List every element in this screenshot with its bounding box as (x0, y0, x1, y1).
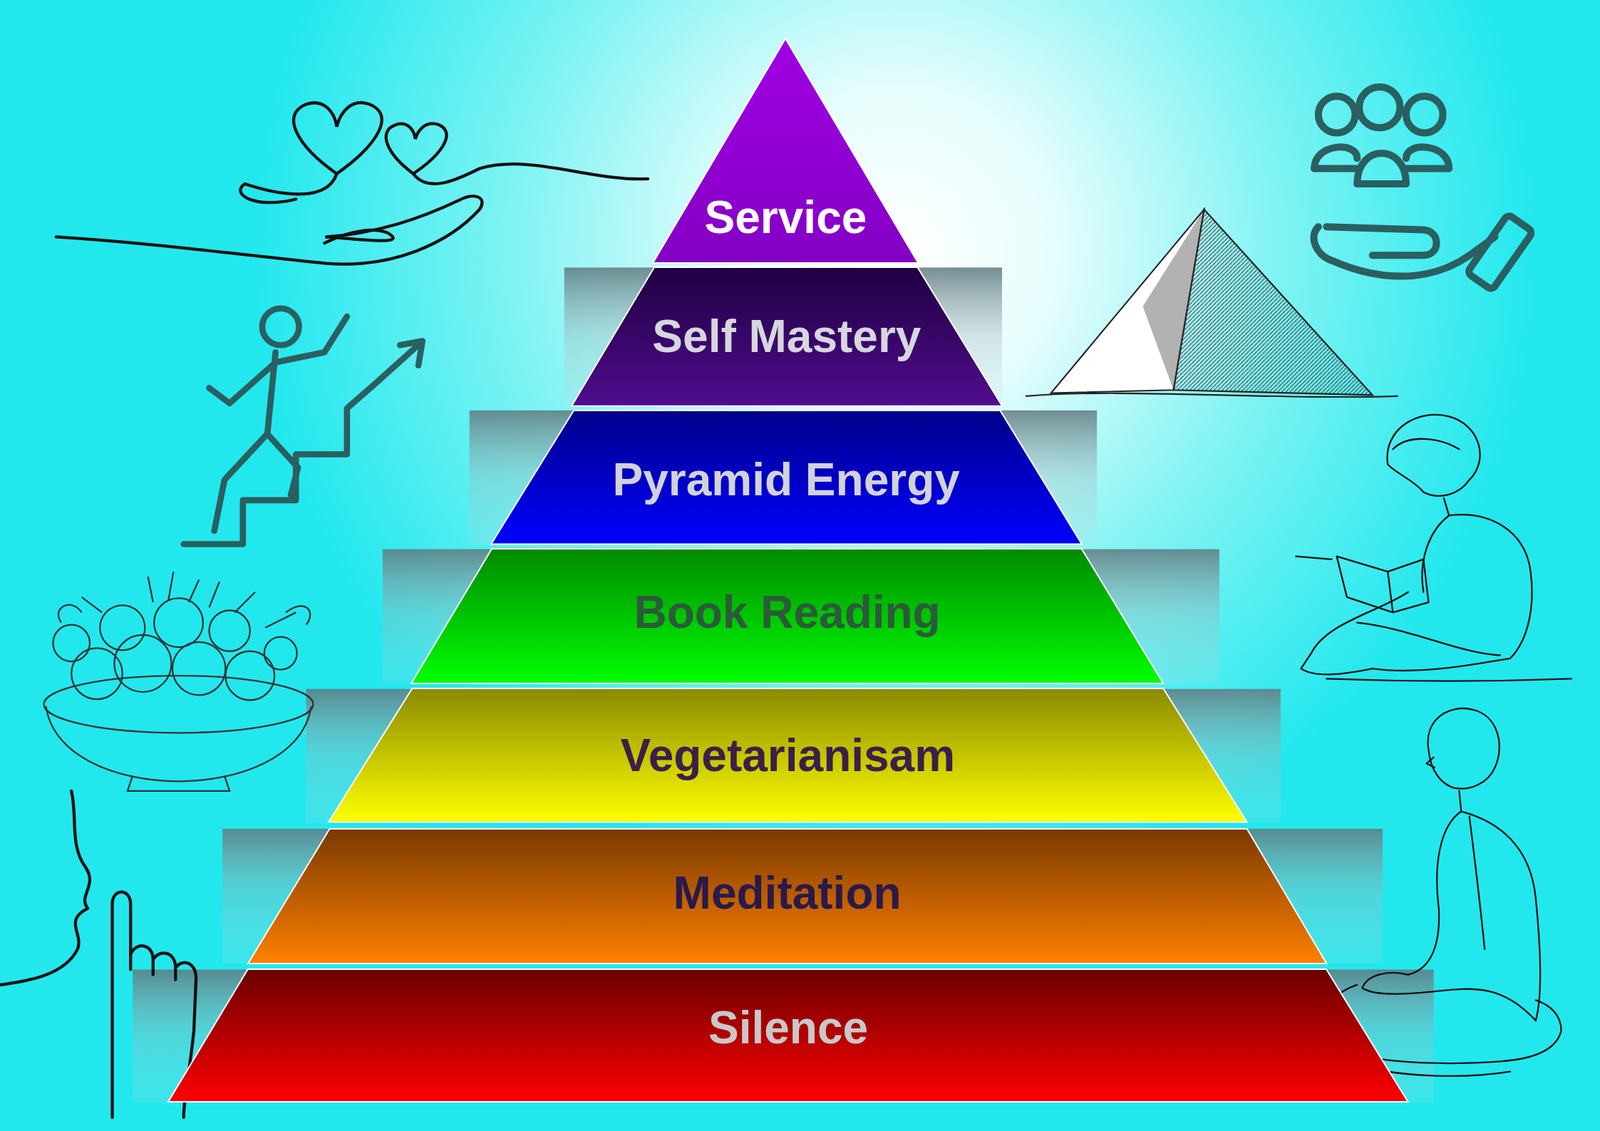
hearts-hand-sketch (56, 102, 648, 265)
pyramid-band: Service (652, 38, 918, 263)
band-label: Meditation (105, 865, 1469, 921)
community-care-icon (1313, 86, 1534, 291)
pyramid-band: Meditation (248, 828, 1327, 964)
band-label: Vegetarianisam (186, 727, 1390, 783)
reading-person-sketch (1295, 414, 1572, 682)
band-label: Silence (25, 999, 1551, 1055)
silence-gesture-sketch (0, 791, 196, 1118)
band-label: Service (510, 190, 1061, 246)
climbing-person-icon (183, 308, 423, 545)
pyramid-band: Silence (168, 969, 1409, 1102)
pyramid-band: Book Reading (411, 548, 1164, 684)
band-label: Pyramid Energy (348, 452, 1225, 508)
egypt-pyramid-sketch (1025, 209, 1399, 397)
band-label: Book Reading (268, 585, 1306, 640)
vegetable-bowl-sketch (44, 571, 314, 792)
band-label: Self Mastery (429, 309, 1145, 365)
pyramid-band: Pyramid Energy (491, 410, 1082, 545)
pyramid-band: Self Mastery (571, 267, 1003, 407)
pyramid-band: Vegetarianisam (328, 688, 1248, 823)
